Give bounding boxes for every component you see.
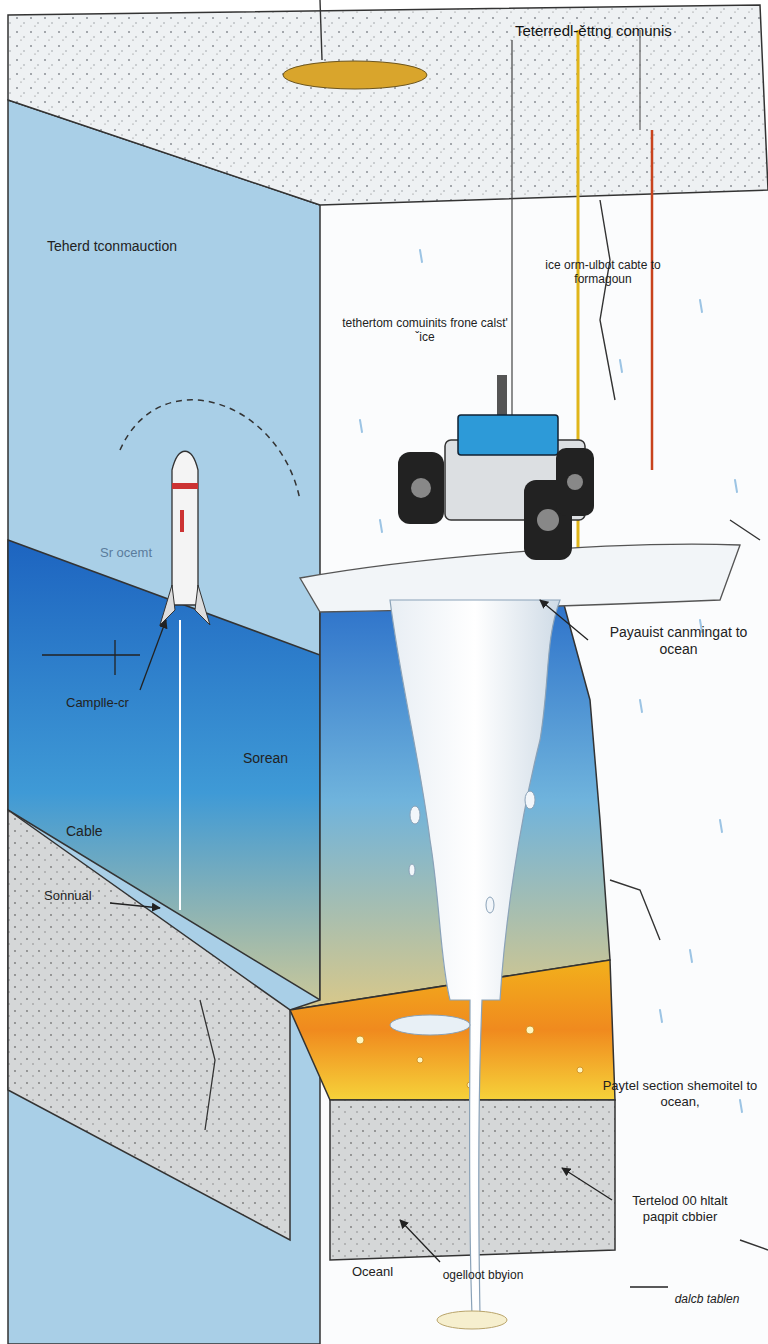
annotation-label: Tertelod 00 hltalt paqpit cbbier [620,1193,740,1224]
annotation-label: dalcb tablen [672,1292,742,1306]
annotation-label: tethertom comuinits frone calst' ˇice [340,316,510,345]
annotation-label: ice orm-ulbot cabte to formagoun [518,258,688,287]
annotation-label: Sorean [243,750,313,767]
annotation-label: Oceanl [352,1264,422,1280]
annotation-label: Payauist canmingat to ocean [596,624,761,658]
annotation-label: Sr ocemt [100,545,200,561]
annotation-label: Paytel section shemoitel to ocean, [600,1078,760,1109]
annotation-label: Camplle-cr [66,695,176,711]
annotation-label: ogelloot bbyion [438,1268,528,1282]
annotation-label: Teherd tconmauction [47,238,197,255]
annotation-label: Cable [66,823,136,840]
annotation-label: Sonnual [44,888,124,904]
diagram-title: Teterredl-ěttng comunis [515,22,755,40]
